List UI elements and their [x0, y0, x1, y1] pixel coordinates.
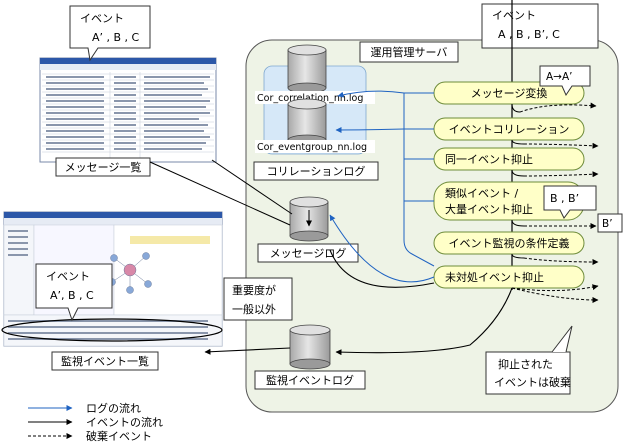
incoming-event-line1: イベント: [492, 9, 536, 22]
event-branch-arrows: [511, 103, 525, 259]
mid-left-event-callout: イベント A’, B , C: [35, 263, 113, 322]
step-unhandled-suppress-label: 未対処イベント抑止: [445, 270, 544, 284]
top-left-event-line2: A’ , B , C: [92, 31, 140, 44]
incoming-event-line2: A , B , B’, C: [498, 28, 560, 41]
correlation-log-label-box: [253, 161, 379, 181]
event-flow-lines: [204, 249, 513, 356]
step-message-convert: メッセージ変換: [433, 81, 585, 105]
step-monitor-condition-label: イベント監視の条件定義: [449, 236, 570, 250]
monitor-event-list-label: 監視イベント一覧: [61, 354, 149, 368]
top-left-event-callout: イベント A’ , B , C: [69, 5, 151, 62]
monitor-event-log-label: 監視イベントログ: [266, 373, 354, 387]
callout-b-b-text: B , B’: [550, 192, 579, 205]
network-map: [108, 252, 152, 294]
server-title-box: [359, 41, 459, 63]
step-monitor-condition: イベント監視の条件定義: [433, 231, 585, 255]
message-list-connector-2: [211, 159, 293, 215]
discarded-line1: 抑止された: [498, 357, 553, 371]
mid-left-event-line1: イベント: [46, 270, 90, 283]
callout-a-to-a: A→A’: [539, 65, 591, 97]
step-message-convert-label: メッセージ変換: [471, 86, 548, 100]
server-title: 運用管理サーバ: [371, 45, 448, 59]
monitor-event-list-label-box: [51, 351, 159, 371]
cor-correlation-label: Cor_correlation_nn.log: [257, 93, 363, 104]
step-event-correlation-label: イベントコリレーション: [449, 123, 570, 136]
legend-discard-label: 破棄イベント: [86, 429, 152, 443]
message-log-label: メッセージログ: [270, 246, 347, 260]
message-list-connector: [149, 161, 291, 226]
step-event-correlation: イベントコリレーション: [433, 117, 585, 141]
monitor-event-highlight: [1, 318, 223, 342]
legend-event-flow-label: イベントの流れ: [86, 415, 163, 429]
discarded-line2: イベントは破棄: [494, 375, 571, 389]
step-similar-label-line2: 大量イベント抑止: [445, 202, 533, 216]
legend: ログの流れ イベントの流れ 破棄イベント: [28, 401, 163, 443]
message-list-rows: [42, 72, 214, 158]
step-same-event-suppress-label: 同一イベント抑止: [445, 152, 533, 166]
importance-callout: [223, 277, 293, 321]
message-list-window: [39, 57, 217, 163]
message-list-label: メッセージ一覧: [65, 160, 142, 174]
importance-line1: 重要度が: [232, 283, 276, 297]
correlation-db-icon: [287, 44, 327, 94]
incoming-event-callout: [481, 3, 599, 49]
monitor-event-log-db-icon: [289, 324, 331, 370]
top-left-event-line1: イベント: [80, 12, 124, 25]
message-list-label-box: [55, 157, 151, 177]
mid-left-event-line2: A’, B , C: [50, 289, 94, 302]
callout-a-to-a-text: A→A’: [546, 71, 573, 83]
message-log-db-icon: [289, 196, 329, 242]
discard-arrows: [511, 102, 599, 303]
step-similar-label-line1: 類似イベント /: [445, 187, 518, 200]
cor-eventgroup-label-bg: [255, 140, 375, 153]
importance-line2: 一般以外: [232, 303, 276, 316]
monitor-event-log-label-box: [254, 370, 366, 390]
callout-b-b: B , B’: [543, 185, 597, 219]
eventgroup-db-icon: [287, 98, 327, 146]
discarded-callout: 抑止された イベントは破棄: [485, 325, 573, 395]
callout-b-prime-text: B’: [602, 218, 613, 230]
correlation-log-label: コリレーションログ: [267, 164, 366, 178]
step-unhandled-suppress: 未対処イベント抑止: [433, 265, 585, 289]
callout-b-prime: B’: [597, 213, 623, 233]
cor-eventgroup-label: Cor_eventgroup_nn.log: [257, 142, 367, 153]
legend-log-flow-label: ログの流れ: [86, 401, 141, 415]
log-flow-lines: [329, 90, 435, 283]
monitor-event-list-window: [3, 211, 223, 347]
step-same-event-suppress: 同一イベント抑止: [433, 147, 585, 171]
